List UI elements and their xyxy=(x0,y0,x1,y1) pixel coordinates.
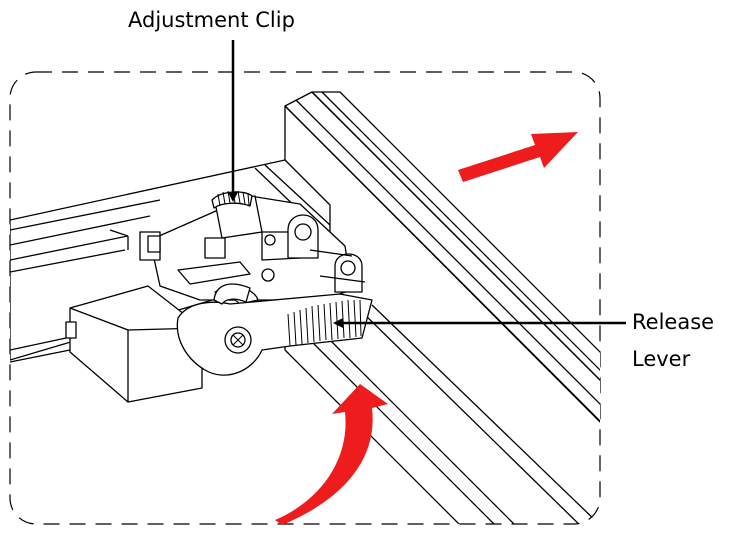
release-lever-part xyxy=(176,283,373,376)
release-lever-label-line1: Release xyxy=(632,310,715,334)
pull-direction-arrow xyxy=(458,132,578,182)
release-lever-label-line2: Lever xyxy=(632,347,691,371)
drawer-side-panel xyxy=(284,91,600,524)
rotate-lever-arrow xyxy=(275,384,388,525)
adjustment-clip-label: Adjustment Clip xyxy=(128,8,295,32)
front-block xyxy=(65,285,203,403)
